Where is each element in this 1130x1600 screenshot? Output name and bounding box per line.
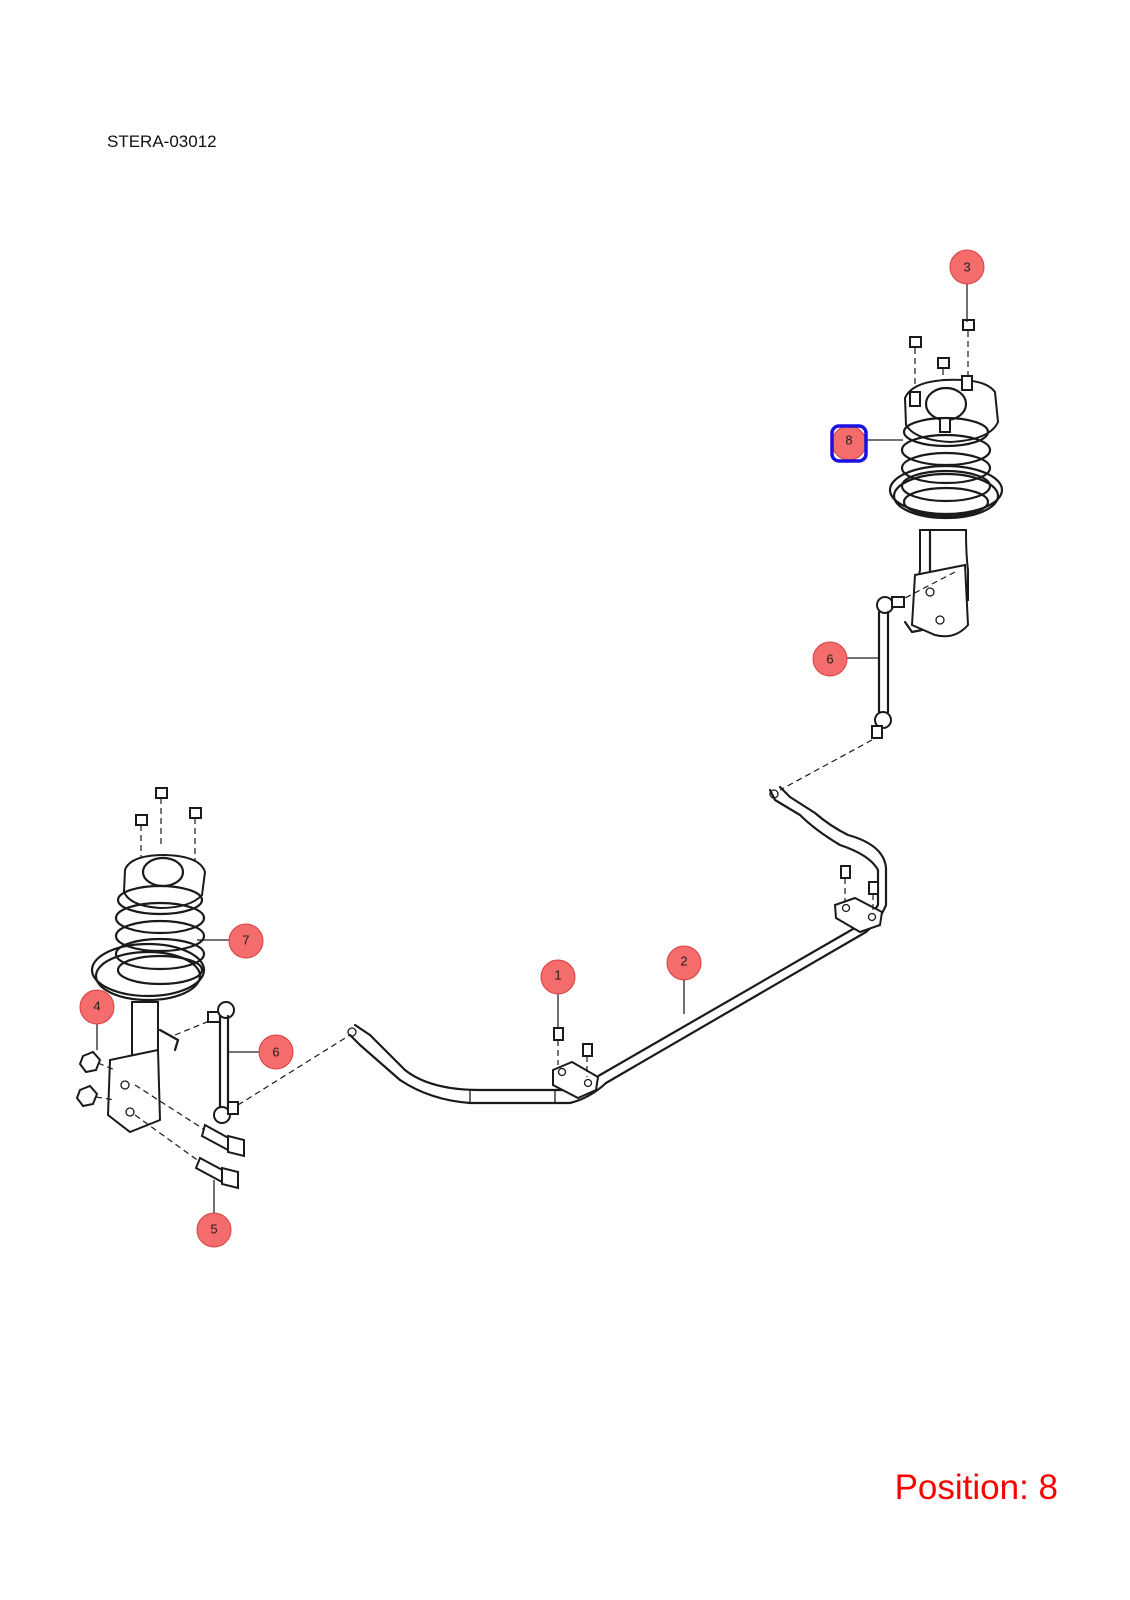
diagram-code: STERA-03012 [107, 132, 217, 151]
right-strut-assembly [888, 319, 1004, 638]
right-coil-spring [900, 416, 992, 518]
center-bar-bracket [552, 1027, 600, 1100]
selection-outline [830, 424, 868, 463]
callout-7[interactable]: 7 [197, 923, 264, 959]
callout-7-label: 7 [242, 933, 249, 948]
callout-6-left-label: 6 [272, 1045, 279, 1060]
callout-8[interactable]: 8 [830, 424, 903, 463]
right-stabilizer-link [779, 571, 956, 791]
left-coil-spring [114, 884, 206, 986]
callout-5-label: 5 [210, 1222, 217, 1237]
callout-6-right-label: 6 [826, 652, 833, 667]
callout-4-label: 4 [93, 999, 100, 1014]
callout-5[interactable]: 5 [196, 1180, 232, 1248]
callout-1[interactable]: 1 [540, 959, 576, 1028]
position-indicator: Position: 8 [894, 1468, 1058, 1507]
left-knuckle-fasteners [75, 1050, 245, 1190]
callout-3[interactable]: 3 [949, 249, 985, 322]
callout-2-label: 2 [680, 954, 687, 969]
callout-4[interactable]: 4 [79, 989, 115, 1050]
left-strut-assembly [90, 787, 207, 1134]
left-stabilizer-link [174, 1001, 351, 1124]
stabilizer-bar [347, 785, 888, 1105]
right-mount-nuts [909, 319, 975, 412]
callout-8-label: 8 [845, 433, 852, 448]
callout-3-label: 3 [963, 260, 970, 275]
callout-2[interactable]: 2 [666, 945, 702, 1014]
callout-6-right[interactable]: 6 [812, 641, 879, 677]
callout-1-label: 1 [554, 968, 561, 983]
callout-6-left[interactable]: 6 [228, 1034, 294, 1070]
right-bar-bracket [833, 865, 884, 934]
